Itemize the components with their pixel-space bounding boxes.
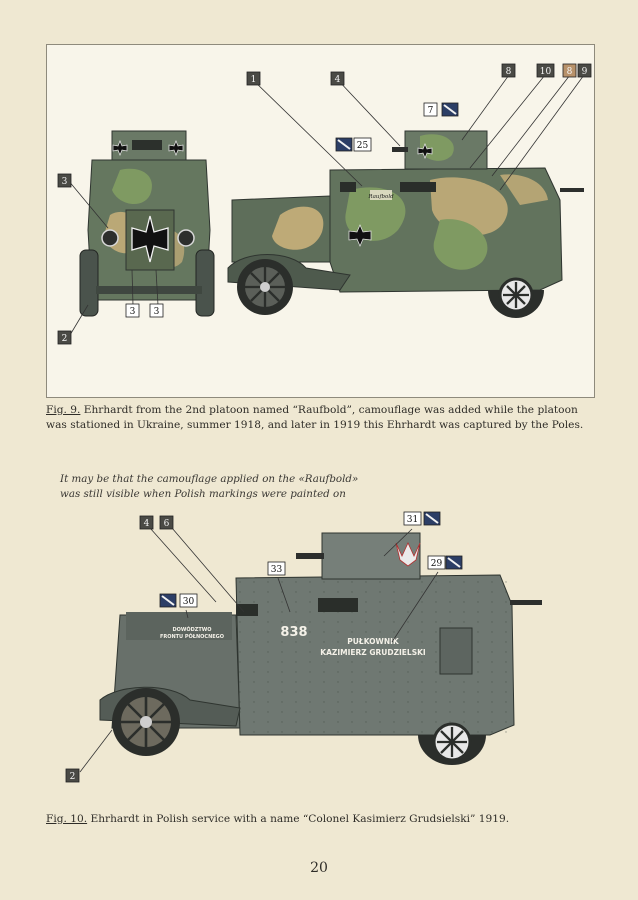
front-wheel-2 — [112, 688, 180, 756]
polish-service-vehicle: 838 PUŁKOWNIK KAZIMIERZ GRUDZIELSKI DOWÓ… — [99, 532, 542, 765]
fig9-callout-box-10 — [562, 63, 577, 78]
fig9-callout-box-5 — [125, 303, 140, 318]
fig10-callout-0: 4 — [144, 519, 150, 529]
fig10-callout-box-1 — [159, 515, 174, 530]
fig9-callout-2: 7 — [428, 106, 434, 116]
front-view-vehicle — [79, 130, 215, 317]
fig10-callout-box-0 — [139, 515, 154, 530]
figure-9-label: Fig. 9. — [46, 404, 81, 416]
hull-number: 838 — [280, 625, 307, 640]
rear-wheel-2 — [418, 722, 486, 765]
figure-10-caption: Fig. 10. Ehrhardt in Polish service with… — [46, 812, 596, 827]
fig9-callout-box-7 — [57, 330, 72, 345]
fig10-callout-box-5 — [179, 593, 198, 608]
figure-10-caption-text: Ehrhardt in Polish service with a name “… — [87, 813, 510, 825]
fig9-callout-box-1 — [330, 71, 345, 86]
fig10-callout-5: 30 — [183, 597, 195, 607]
front-marking-line2: FRONTU PÓŁNOCNEGO — [160, 633, 224, 640]
fig9-callout-3: 25 — [357, 141, 369, 151]
flag-stripe-icon — [337, 139, 351, 150]
figure-10-label: Fig. 10. — [46, 813, 88, 825]
fig9-callout-box-8 — [501, 63, 516, 78]
fig9-callout-box-2 — [423, 102, 438, 117]
fig9-callout-1: 4 — [335, 75, 341, 85]
fig10-callout-box-3 — [267, 561, 286, 576]
fig10-callout-1: 6 — [164, 519, 170, 529]
fig9-callout-11: 9 — [582, 67, 588, 77]
flag-stripe-icon — [443, 104, 457, 115]
flag-stripe-icon — [447, 557, 461, 568]
figure-10-note: It may be that the camouflage applied on… — [60, 473, 359, 500]
fig9-callout-box-9 — [536, 63, 555, 78]
fig10-callout-6: 2 — [70, 772, 76, 782]
fig9-callout-box-0 — [246, 71, 261, 86]
front-wheel — [237, 259, 293, 315]
fig9-callout-0: 1 — [251, 75, 257, 85]
fig9-callout-box-6 — [149, 303, 164, 318]
fig10-callout-box-4 — [427, 555, 446, 570]
figure-9-caption: Fig. 9. Ehrhardt from the 2nd platoon na… — [46, 403, 596, 433]
fig10-callout-4: 29 — [431, 559, 443, 569]
fig10-callout-box-2 — [403, 511, 422, 526]
front-marking-line1: DOWÓDZTWO — [172, 626, 211, 633]
flag-stripe-icon — [161, 595, 175, 606]
fig10-callout-2: 31 — [407, 515, 418, 525]
figure-9-leader-lines — [67, 74, 585, 336]
figure-10-leader-lines — [79, 527, 439, 773]
fig9-callout-box-4 — [57, 173, 72, 188]
fig9-callout-6: 3 — [154, 307, 160, 317]
fig9-callout-10: 8 — [567, 67, 573, 77]
fig9-callout-4: 3 — [62, 177, 68, 187]
rear-wheel — [488, 277, 544, 318]
raufbold-marking: Raufbold — [367, 194, 394, 200]
fig10-callout-3: 33 — [271, 565, 283, 575]
fig9-callout-box-11 — [577, 63, 592, 78]
page-number: 20 — [310, 860, 328, 876]
fig9-callout-5: 3 — [130, 307, 136, 317]
name-marking-line1: PUŁKOWNIK — [347, 637, 400, 646]
fig9-callout-box-3 — [353, 137, 372, 152]
fig9-callout-8: 8 — [506, 67, 512, 77]
flag-stripe-icon — [425, 513, 439, 524]
fig9-callout-9: 10 — [540, 67, 552, 77]
fig9-callout-7: 2 — [62, 334, 68, 344]
fig10-callout-box-6 — [65, 768, 80, 783]
side-view-vehicle-raufbold: Raufbold — [227, 130, 584, 318]
figure-9-caption-text: Ehrhardt from the 2nd platoon named “Rau… — [46, 404, 584, 431]
name-marking-line2: KAZIMIERZ GRUDZIELSKI — [320, 648, 426, 657]
